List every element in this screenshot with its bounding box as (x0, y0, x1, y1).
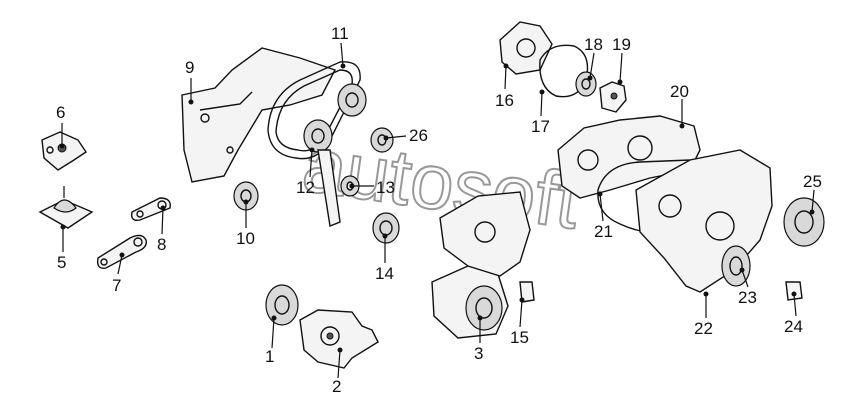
callout-18: 18 (584, 35, 603, 54)
callout-1: 1 (265, 347, 274, 366)
callout-20: 20 (670, 82, 689, 101)
part-25-damper-pulley (783, 197, 825, 247)
part-12-tensioner (303, 119, 333, 153)
callout-3: 3 (474, 344, 483, 363)
part-tensioner-arm (317, 149, 341, 227)
callout-17: 17 (531, 117, 550, 136)
callout-25: 25 (803, 172, 822, 191)
part-19-impeller (599, 81, 627, 113)
part-16-water-pump-housing (499, 21, 553, 75)
callout-13: 13 (376, 178, 395, 197)
callout-5: 5 (57, 253, 66, 272)
part-3-alternator (431, 265, 509, 339)
leader-lines (59, 42, 815, 379)
part-camshaft-pulley (337, 83, 367, 117)
callout-14: 14 (375, 264, 394, 283)
callout-11: 11 (331, 24, 349, 43)
callout-24: 24 (784, 317, 803, 336)
part-15-bolt (519, 281, 535, 303)
part-14-bearing (372, 212, 400, 244)
part-18-seal (575, 71, 597, 97)
callout-labels: 1 2 3 5 6 7 8 9 10 11 12 13 14 15 16 17 … (56, 24, 822, 396)
callout-7: 7 (112, 276, 121, 295)
part-23-crank-pulley (721, 245, 751, 287)
callout-22: 22 (694, 319, 713, 338)
callout-16: 16 (495, 91, 514, 110)
callout-10: 10 (236, 229, 255, 248)
part-2-injection-pump (299, 309, 379, 369)
part-26-idler (370, 127, 394, 153)
callout-12: 12 (296, 178, 315, 197)
callout-23: 23 (738, 288, 757, 307)
callout-15: 15 (510, 328, 529, 347)
callout-6: 6 (56, 103, 65, 122)
callout-8: 8 (157, 235, 166, 254)
part-8-link (130, 197, 171, 222)
part-1-pump-pulley (265, 284, 299, 326)
callout-26: 26 (409, 126, 428, 145)
part-6-mount-bracket (41, 131, 87, 171)
callout-21: 21 (594, 222, 613, 241)
callout-19: 19 (612, 35, 631, 54)
part-5-rubber-mount (38, 186, 94, 229)
callout-9: 9 (185, 58, 194, 77)
callout-2: 2 (332, 377, 341, 396)
part-7-torque-rod (96, 234, 147, 269)
part-24-bracket (785, 281, 803, 301)
part-timing-housing (439, 191, 531, 277)
